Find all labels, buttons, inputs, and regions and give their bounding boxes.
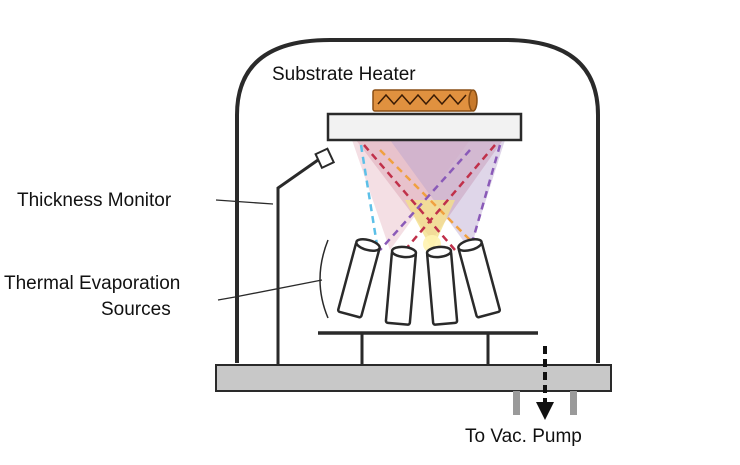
base-plate	[215, 364, 612, 392]
pump-pipe-right	[570, 391, 577, 415]
evaporation-sources	[336, 238, 502, 326]
pump-pipe-left	[513, 391, 520, 415]
substrate-heater	[372, 89, 478, 112]
label-evaporation-sources-line1: Thermal Evaporation	[4, 273, 180, 294]
substrate-plate	[326, 112, 523, 142]
leader-lines	[215, 199, 323, 301]
bell-jar	[235, 38, 600, 363]
label-substrate-heater: Substrate Heater	[272, 64, 416, 85]
label-evaporation-sources-line2: Sources	[101, 299, 171, 320]
beam-lines	[359, 144, 502, 251]
thickness-monitor	[276, 147, 336, 365]
label-thickness-monitor: Thickness Monitor	[17, 190, 172, 211]
pump-flow-arrow	[536, 346, 554, 420]
sources-bracket	[319, 239, 329, 319]
source-table	[318, 331, 538, 365]
label-vacuum-pump: To Vac. Pump	[465, 426, 582, 447]
